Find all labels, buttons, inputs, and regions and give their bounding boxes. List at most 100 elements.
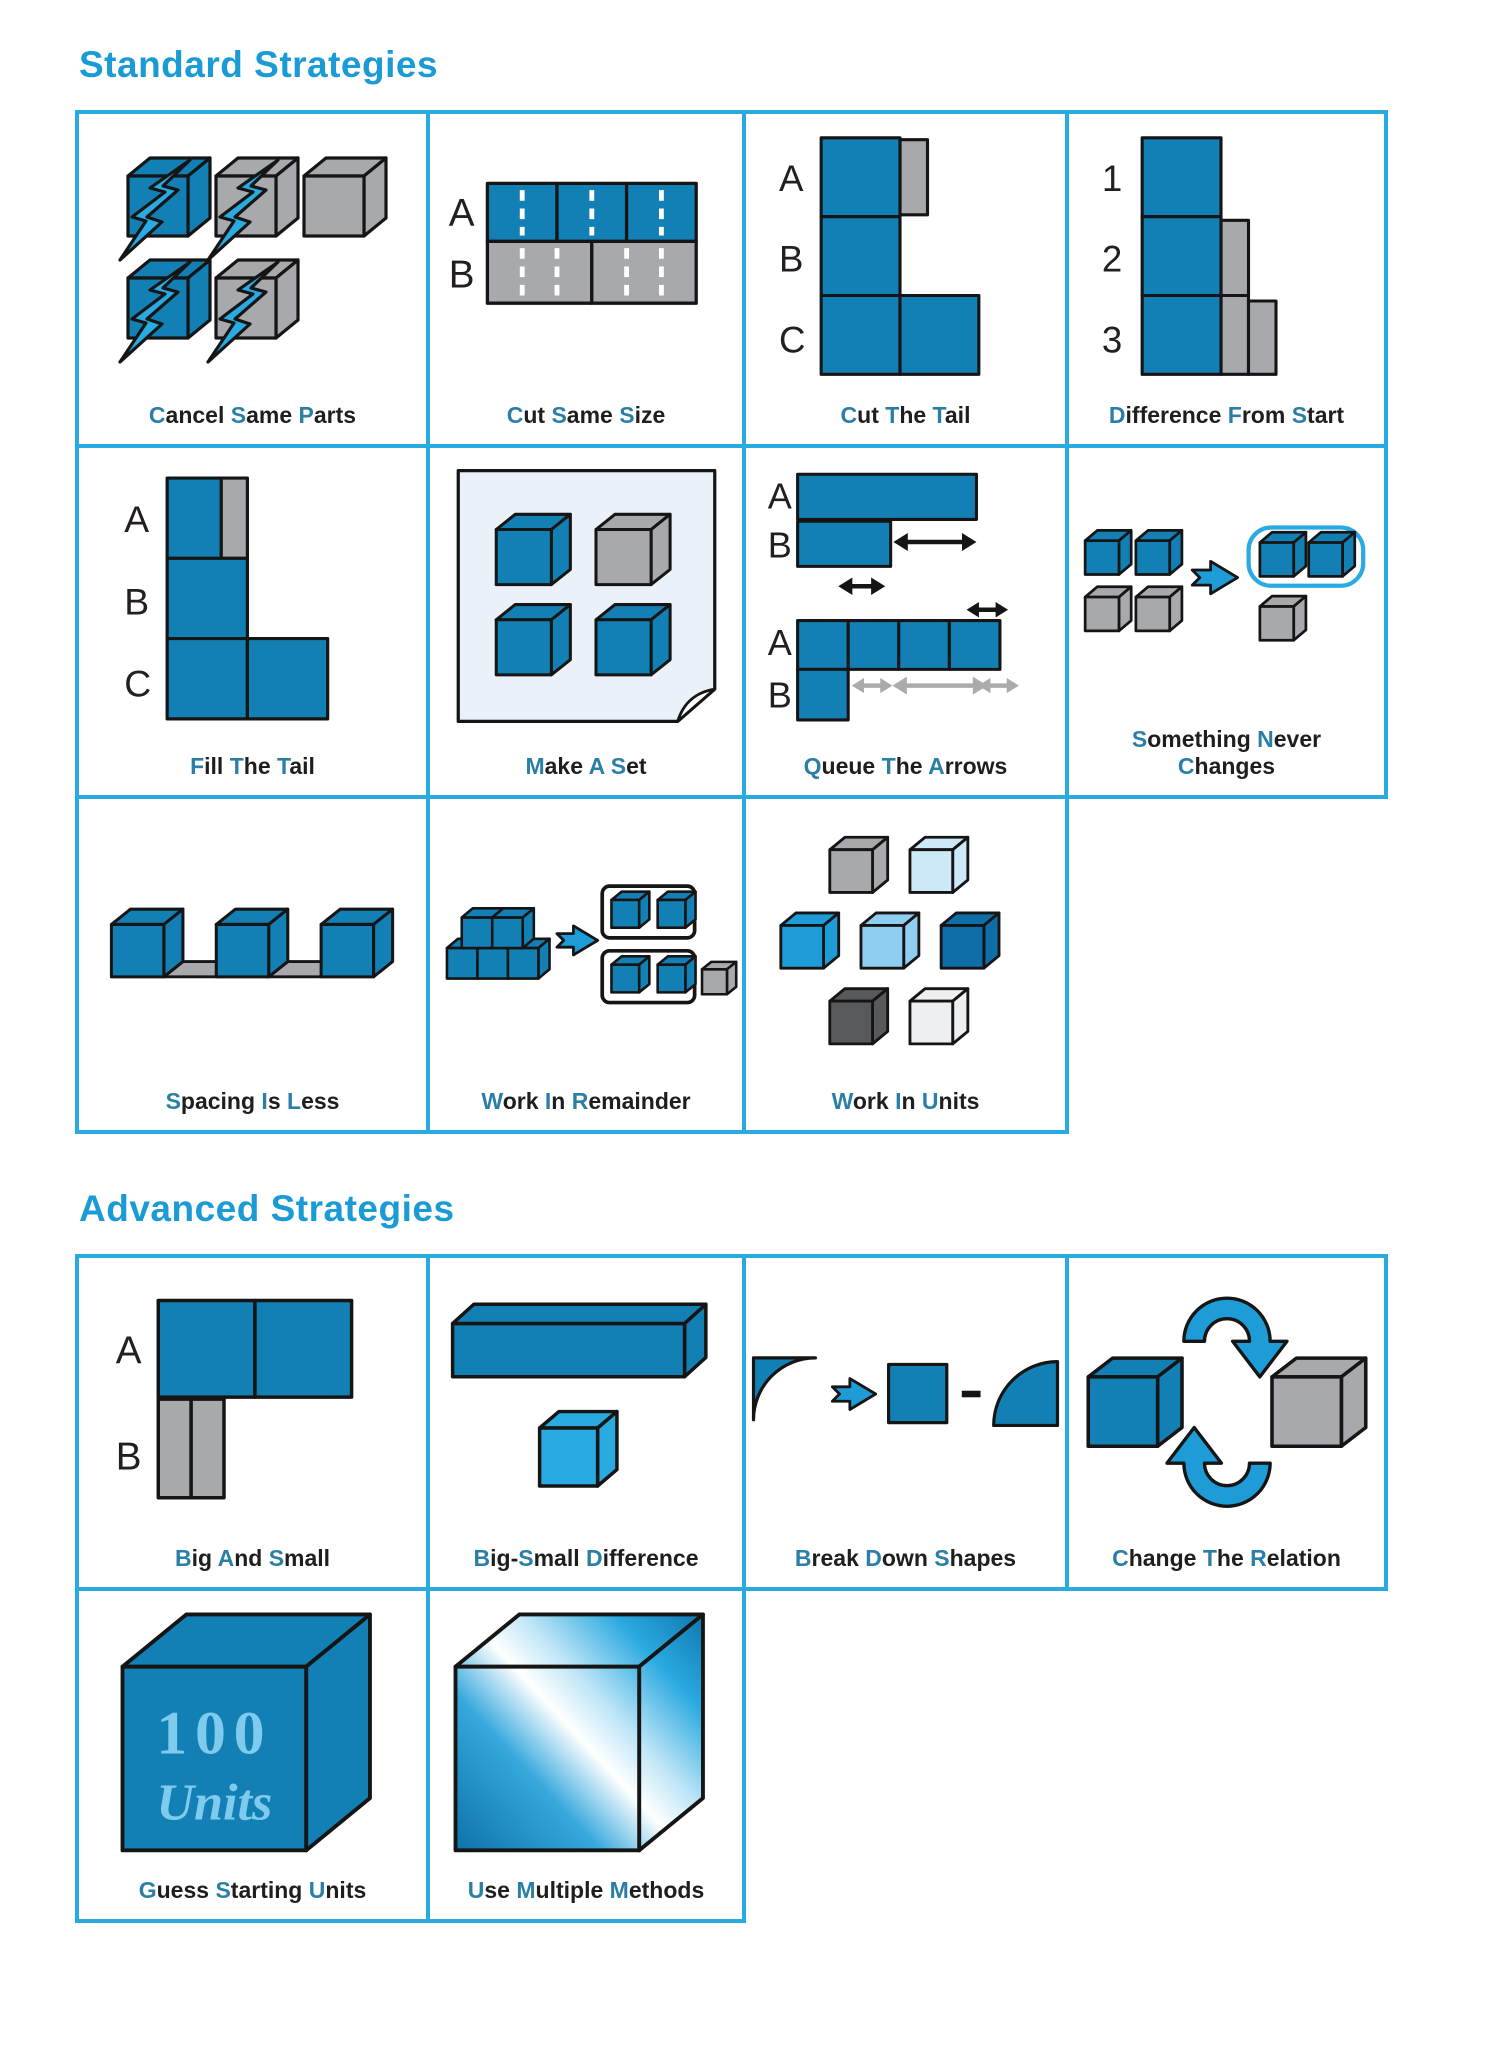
big-and-small-illustration: A B <box>115 1298 353 1500</box>
big-small-difference-illustration <box>450 1302 708 1489</box>
strategy-label: Big-Small Difference <box>473 1545 699 1572</box>
fill-the-tail-illustration: A B C <box>124 476 329 721</box>
double-arrow-icon <box>892 533 976 552</box>
cube-icon <box>1134 528 1183 576</box>
strategy-label: Cancel Same Parts <box>148 402 357 429</box>
double-arrow-icon <box>851 678 892 694</box>
strategy-label: Spacing Is Less <box>165 1088 340 1115</box>
cube-icon <box>1134 585 1183 632</box>
row-letter: 1 <box>1102 158 1122 199</box>
make-a-set-illustration <box>456 468 716 723</box>
work-in-remainder-illustration <box>445 884 738 1005</box>
row-letter: B <box>124 581 149 623</box>
concave-corner-shape <box>751 1356 818 1422</box>
folded-corner <box>675 687 716 723</box>
row-letter: A <box>124 499 149 541</box>
strategy-cell-spacing-is-less: Spacing Is Less <box>75 795 430 1134</box>
strategy-cell-cut-same-size: A B Cut Same Size <box>426 110 746 448</box>
cube-icon <box>1085 1355 1184 1448</box>
lightning-icon <box>117 158 192 262</box>
strategy-label: Work In Remainder <box>481 1088 691 1115</box>
cube-icon <box>859 911 921 971</box>
cube-value-text: 100 <box>156 1700 272 1768</box>
strategy-cell-make-a-set: Make A Set <box>426 444 746 799</box>
cube-icon <box>779 911 841 971</box>
cube-icon <box>494 512 572 587</box>
break-down-shapes-illustration <box>751 1356 1060 1427</box>
standard-strategies-grid: Cancel Same Parts A B <box>75 110 1500 1134</box>
cycle-arrow-icon <box>1164 1425 1272 1508</box>
row-letter: B <box>449 254 475 297</box>
strategy-label: Break Down Shapes <box>794 1545 1017 1572</box>
cube-icon <box>593 602 672 677</box>
cube-icon <box>494 602 572 677</box>
strategy-label: Queue The Arrows <box>803 753 1008 780</box>
cube-icon <box>1306 530 1356 578</box>
double-arrow-icon <box>837 577 885 596</box>
cube-icon <box>939 911 1001 971</box>
paper-sheet <box>456 468 716 723</box>
row-letter: A <box>449 192 475 235</box>
cube-icon <box>908 836 970 895</box>
strategy-label: Change The Relation <box>1112 1545 1341 1572</box>
lightning-icon <box>117 260 192 364</box>
cube-icon <box>319 907 395 979</box>
strategy-cell-work-in-remainder: Work In Remainder <box>426 795 746 1134</box>
strategy-label: Work In Units <box>831 1088 980 1115</box>
strategy-label: Big And Small <box>174 1545 331 1572</box>
standard-strategies-title: Standard Strategies <box>79 44 439 85</box>
change-the-relation-illustration <box>1085 1296 1368 1508</box>
cube-icon <box>1258 530 1307 578</box>
cube-icon <box>908 987 970 1046</box>
cut-the-tail-illustration: A B C <box>779 136 981 377</box>
strategy-cell-change-the-relation: Change The Relation <box>1065 1254 1388 1591</box>
row-letter: A <box>767 476 792 517</box>
row-letter: B <box>767 675 791 716</box>
advanced-strategies-grid: A B Big And Small Big-Smal <box>75 1254 1500 1923</box>
strategy-cell-guess-starting-units: 100 Units Guess Starting Units <box>75 1587 430 1923</box>
cube-icon <box>490 906 535 950</box>
cube-icon <box>609 954 651 994</box>
row-letter: C <box>124 663 151 705</box>
arrow-right-icon <box>1190 559 1239 595</box>
row-letter: C <box>779 320 805 361</box>
cube-icon <box>593 512 672 587</box>
strategy-label: Cut The Tail <box>840 402 971 429</box>
cancel-same-parts-illustration <box>117 156 388 364</box>
strategy-cell-work-in-units: Work In Units <box>742 795 1069 1134</box>
row-letter: A <box>779 158 804 199</box>
strategy-cell-queue-the-arrows: A B A B <box>742 444 1069 799</box>
cube-units-text: Units <box>156 1773 272 1831</box>
strategy-label: Make A Set <box>525 753 647 780</box>
row-letter: 3 <box>1102 320 1122 361</box>
cube-icon <box>1083 585 1133 632</box>
strategy-cell-break-down-shapes: Break Down Shapes <box>742 1254 1069 1591</box>
row-letter: A <box>115 1329 141 1372</box>
cube-icon <box>828 987 890 1046</box>
row-letter: A <box>767 622 792 663</box>
cube-icon <box>1269 1355 1368 1448</box>
cube-icon <box>301 156 388 238</box>
cube-icon <box>1083 528 1133 576</box>
strategy-label: Fill The Tail <box>190 753 315 780</box>
guess-starting-units-illustration: 100 Units <box>120 1612 372 1853</box>
cube-icon <box>609 890 651 929</box>
strategy-cell-fill-the-tail: A B C Fill The Tail <box>75 444 430 799</box>
use-multiple-methods-illustration <box>453 1612 705 1853</box>
strategy-cell-something-never-changes: Something Never Changes <box>1065 444 1388 799</box>
strategy-label: Cut Same Size <box>506 402 666 429</box>
strategy-cell-cancel-same-parts: Cancel Same Parts <box>75 110 430 448</box>
arrow-right-icon <box>555 924 599 957</box>
strategy-label: Something Never Changes <box>1131 725 1322 780</box>
double-arrow-icon <box>966 602 1008 618</box>
spacing-is-less-illustration <box>109 907 395 979</box>
strategy-cell-big-small-difference: Big-Small Difference <box>426 1254 746 1591</box>
quarter-circle-shape <box>992 1359 1060 1427</box>
strategy-cell-cut-the-tail: A B C Cut The Tail <box>742 110 1069 448</box>
cube-icon <box>537 1410 619 1489</box>
arrow-right-icon <box>830 1376 878 1411</box>
advanced-strategies-title: Advanced Strategies <box>79 1188 455 1229</box>
queue-the-arrows-illustration: A B A B <box>767 473 1019 722</box>
cube-icon <box>828 836 890 895</box>
double-arrow-icon <box>977 678 1019 694</box>
